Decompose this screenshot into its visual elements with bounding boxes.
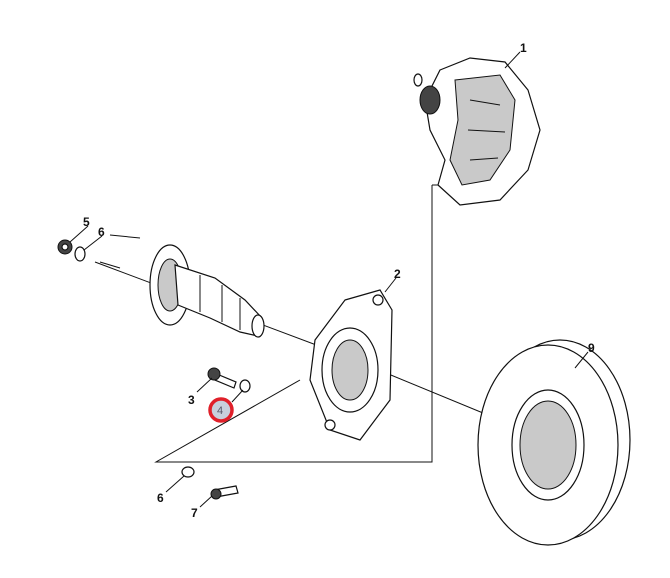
- callout-4: 4: [217, 405, 223, 417]
- callout-6b: 6: [157, 491, 164, 505]
- nut-and-washer-top: [57, 239, 86, 262]
- bolt-and-washer-bottom: [181, 466, 239, 500]
- callout-4-highlighted[interactable]: 4: [208, 397, 234, 423]
- callout-6a: 6: [98, 225, 105, 239]
- callout-7: 7: [191, 506, 198, 520]
- callout-3: 3: [188, 393, 195, 407]
- anchor-plate: [309, 289, 393, 441]
- bolt-and-washer: [207, 367, 251, 393]
- brake-caliper: [413, 57, 541, 206]
- assembly-lines: [94, 184, 501, 463]
- callout-2: 2: [394, 267, 401, 281]
- wheel-spindle: [149, 244, 265, 338]
- callout-leaders: [69, 51, 589, 508]
- callout-5: 5: [83, 215, 90, 229]
- brake-rotor: [477, 339, 631, 546]
- callout-1: 1: [520, 41, 527, 55]
- callout-9: 9: [588, 341, 595, 355]
